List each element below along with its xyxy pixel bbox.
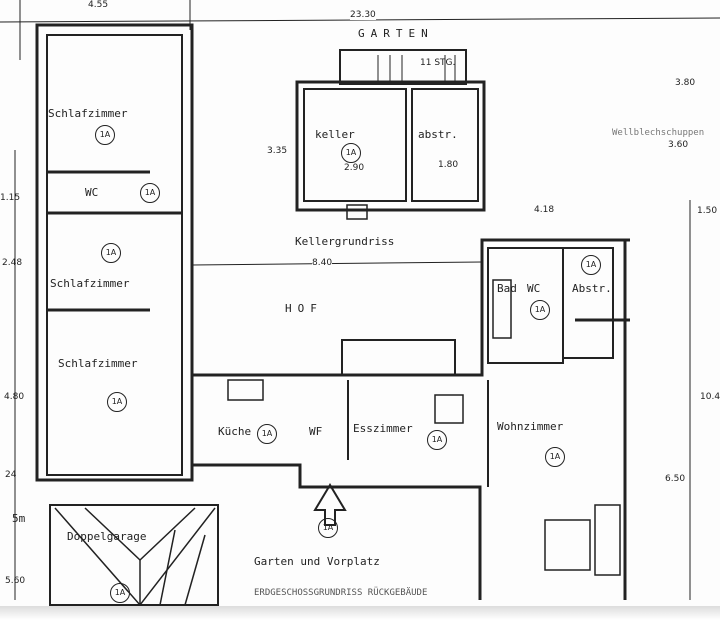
room-abstr: Abstr. [572, 282, 612, 295]
room-marker: 1A [101, 243, 121, 263]
dim-total-width: 23.30 [350, 10, 376, 20]
dim-five-m: 5m [12, 512, 26, 525]
room-wf: WF [309, 425, 323, 438]
dim-hof-width: 8.40 [312, 258, 333, 268]
dim-top-left: 4.55 [88, 0, 109, 10]
dim-right-top: 3.80 [675, 78, 696, 88]
dim-garage: 5.60 [5, 576, 26, 586]
room-marker: 1A [110, 583, 130, 603]
room-marker: 1A [95, 125, 115, 145]
dim-schlaf3-height: 4.80 [4, 392, 25, 402]
room-doppelgarage: Doppelgarage [67, 530, 147, 543]
room-marker: 1A [140, 183, 160, 203]
garten-label: GARTEN [358, 27, 434, 40]
room-bad: Bad [497, 282, 517, 295]
room-schlafzimmer-3: Schlafzimmer [58, 357, 138, 370]
room-schlafzimmer-1: Schlafzimmer [48, 107, 128, 120]
dim-wohn-height: 6.50 [665, 474, 686, 484]
dim-right-total: 10.40 [700, 392, 720, 402]
dim-right-small: 1.50 [697, 206, 718, 216]
kellergrundriss-label: Kellergrundriss [295, 235, 395, 248]
dim-keller-width: 2.90 [344, 163, 365, 173]
dim-wc-height: 1.15 [0, 193, 21, 203]
dim-mid-right: 4.18 [534, 205, 555, 215]
dim-small-24: 24 [5, 470, 17, 480]
room-marker: 1A [427, 430, 447, 450]
hof-label: HOF [285, 302, 323, 315]
room-marker: 1A [341, 143, 361, 163]
room-schlafzimmer-2: Schlafzimmer [50, 277, 130, 290]
room-wohnzimmer: Wohnzimmer [497, 420, 564, 433]
wellblech-label: Wellblechschuppen [612, 128, 705, 138]
room-keller: keller [315, 128, 355, 141]
stairs-label: 11 STG. [420, 58, 456, 68]
room-kueche: Küche [218, 425, 252, 438]
room-marker: 1A [530, 300, 550, 320]
room-marker: 1A [318, 518, 338, 538]
plan-title: ERDGESCHOSSGRUNDRISS RÜCKGEBÄUDE [254, 588, 428, 598]
room-marker: 1A [581, 255, 601, 275]
scan-fold-shadow [0, 606, 720, 629]
room-esszimmer: Esszimmer [353, 422, 413, 435]
room-wc: WC [85, 186, 99, 199]
room-marker: 1A [107, 392, 127, 412]
dim-abstr-width: 1.80 [438, 160, 459, 170]
dim-schlaf2-height: 2.48 [2, 258, 23, 268]
room-bad-wc: WC [527, 282, 541, 295]
garten-vorplatz-label: Garten und Vorplatz [254, 555, 380, 568]
room-marker: 1A [545, 447, 565, 467]
dim-schuppen: 3.60 [668, 140, 689, 150]
dim-keller-height: 3.35 [267, 146, 288, 156]
room-marker: 1A [257, 424, 277, 444]
room-abstr-keller: abstr. [418, 128, 458, 141]
